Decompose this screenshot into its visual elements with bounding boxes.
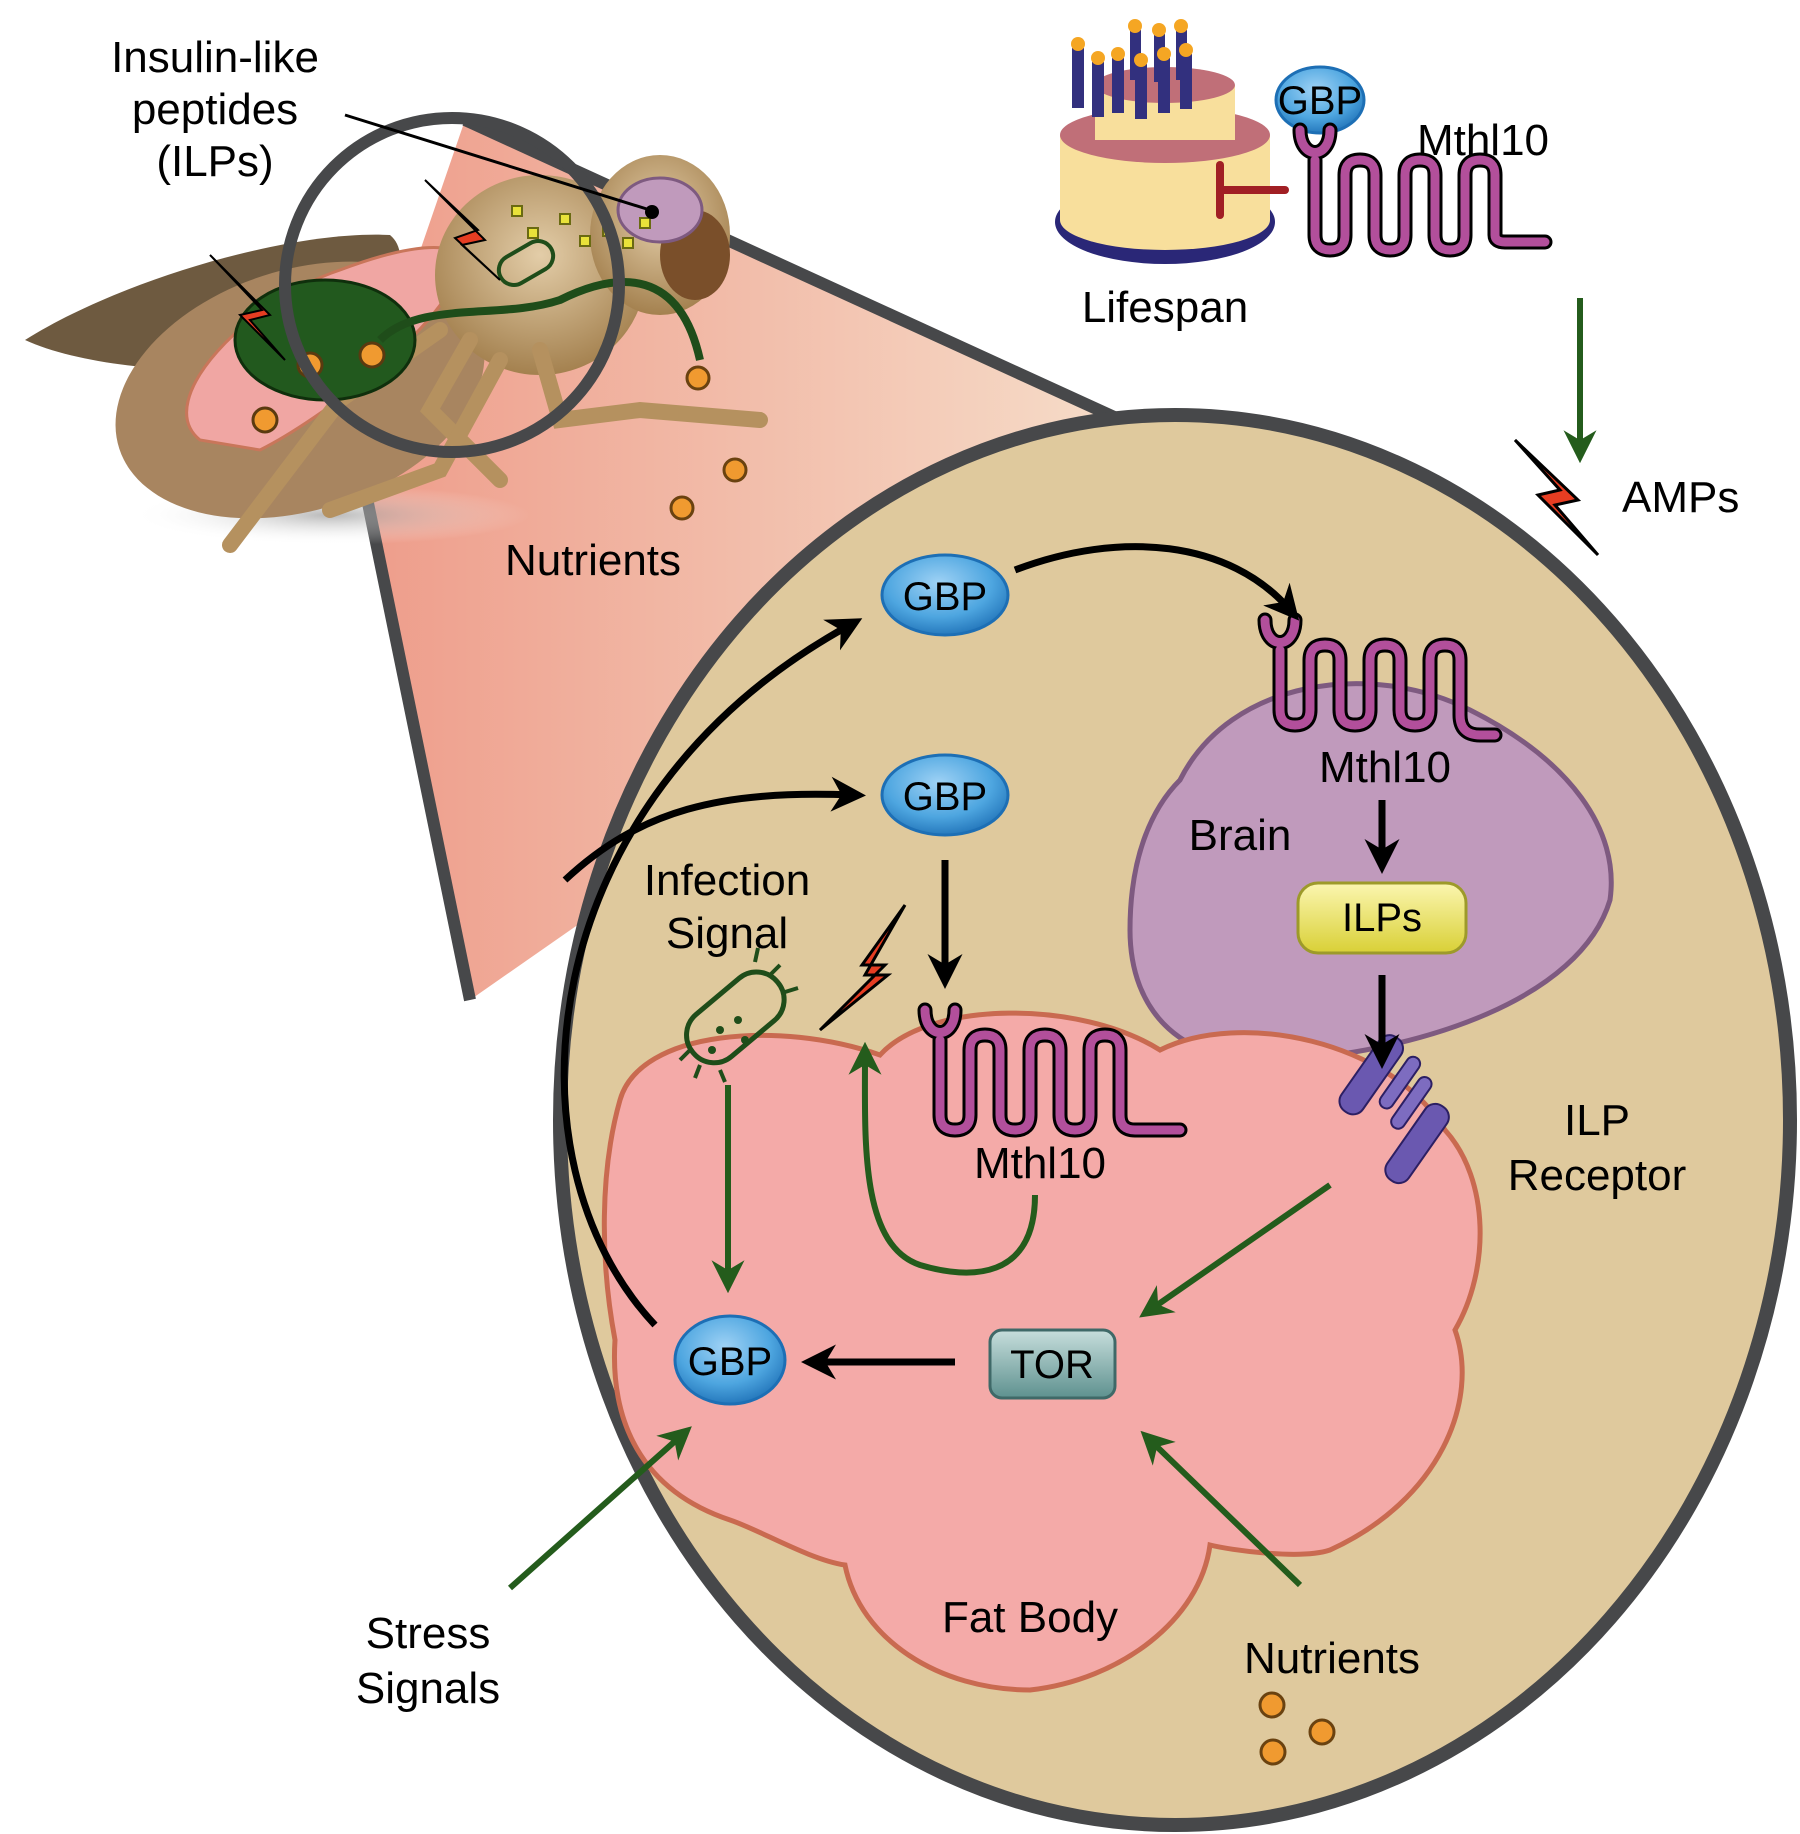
- cell-arrows: [508, 543, 1400, 1591]
- cell-nutrient-pellets: [1258, 1691, 1336, 1766]
- stress-signals-label-line2: Signals: [356, 1664, 500, 1713]
- fly-lightning-icons: [209, 179, 501, 361]
- gbp-fat-body-node: [673, 1314, 787, 1406]
- mthl10-brain-label: Mthl10: [1319, 743, 1451, 792]
- gbp-summary-node: [1274, 65, 1366, 135]
- gbp-top-node: [880, 553, 1010, 637]
- fly-nutrient-pellets: [669, 365, 748, 521]
- fly-nerve: [377, 278, 704, 361]
- amps-lightning-icon: [1513, 438, 1600, 557]
- fly-zoom-circle: [279, 112, 625, 458]
- gbp-summary-label: GBP: [1278, 79, 1362, 123]
- ilps-callout-dot: [645, 205, 659, 219]
- ilp-receptor-label-line2: Receptor: [1508, 1151, 1687, 1200]
- green-arrow-mthl10-loop: [848, 1041, 1038, 1276]
- infection-signal-label-line1: Infection: [644, 856, 810, 905]
- ilps-label: ILPs: [1342, 896, 1422, 940]
- fly-fat-body: [233, 278, 417, 402]
- arrow-gbp-top-to-brain: [1013, 543, 1300, 621]
- inhibition-bar-lifespan: [1216, 161, 1289, 219]
- mthl10-fat-body-label: Mthl10: [974, 1139, 1106, 1188]
- infection-signal-label-line2: Signal: [666, 909, 788, 958]
- ilps-callout-label-line3: (ILPs): [156, 137, 273, 186]
- gbp-middle-label: GBP: [903, 775, 987, 819]
- gbp-middle-node: [880, 753, 1010, 837]
- tor-label: TOR: [1010, 1343, 1094, 1387]
- green-arrow-stress-to-gbp: [508, 1426, 692, 1591]
- gbp-top-label: GBP: [903, 575, 987, 619]
- ilps-node: [1296, 881, 1468, 955]
- fly-ilp-particles: [511, 205, 651, 249]
- arrow-loop-to-gbp-middle: [562, 776, 866, 883]
- mthl10-brain-receptor: [1257, 612, 1503, 743]
- green-arrow-receptor-to-tor: [1139, 1182, 1332, 1318]
- infection-lightning-icon: [818, 904, 907, 1032]
- fly-illustration: [25, 112, 768, 553]
- fly-bacterium-icon: [496, 239, 556, 287]
- brain-label: Brain: [1189, 811, 1292, 860]
- ilps-callout-label-line1: Insulin-like: [111, 33, 319, 82]
- ilps-callout-label-line2: peptides: [132, 85, 298, 134]
- lifespan-label: Lifespan: [1082, 283, 1248, 332]
- tor-node: [988, 1328, 1117, 1400]
- mthl10-fat-body-receptor: [917, 1002, 1188, 1138]
- stress-signals-label-line1: Stress: [366, 1609, 491, 1658]
- arrow-fat-body-gbp-loop: [560, 618, 863, 1328]
- ilps-callout-line: [344, 113, 651, 212]
- mthl10-summary-label: Mthl10: [1417, 116, 1549, 165]
- fly-brain-spot: [616, 176, 704, 244]
- mthl10-summary-receptor-fill: [1295, 125, 1550, 255]
- bacterium-icon: [678, 947, 799, 1083]
- fat-body-label: Fat Body: [942, 1593, 1118, 1642]
- birthday-cake-icon: [1055, 19, 1275, 264]
- gbp-fat-body-label: GBP: [688, 1340, 772, 1384]
- fly-nutrients-label: Nutrients: [505, 536, 681, 585]
- green-arrow-nutrients-to-tor: [1140, 1430, 1303, 1588]
- cell-nutrients-label: Nutrients: [1244, 1634, 1420, 1683]
- ilp-receptor-label-line1: ILP: [1564, 1096, 1630, 1145]
- amps-label: AMPs: [1622, 473, 1739, 522]
